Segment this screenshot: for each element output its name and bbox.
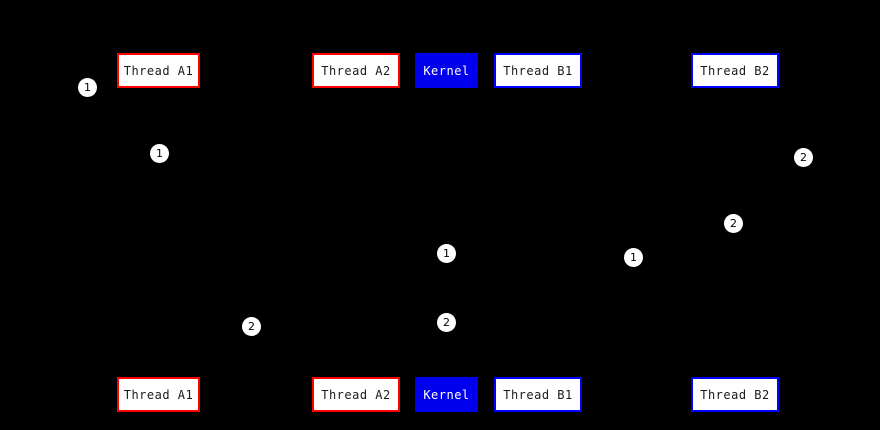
participant-box-kernel-bottom: Kernel	[415, 377, 478, 412]
participant-box-thread-a1-bottom: Thread A1	[117, 377, 200, 412]
participant-label: Thread A2	[321, 387, 391, 402]
participant-label: Thread A1	[123, 63, 194, 78]
participant-label: Thread A2	[321, 63, 391, 78]
step-marker-1: 1	[624, 248, 643, 267]
step-marker-1: 1	[437, 244, 456, 263]
step-marker-1: 1	[78, 78, 97, 97]
participant-box-thread-a2-top: Thread A2	[312, 53, 400, 88]
participant-label: Thread B1	[503, 387, 573, 402]
participant-label: Kernel	[423, 63, 470, 78]
participant-box-thread-b1-top: Thread B1	[494, 53, 582, 88]
participant-label: Thread B2	[700, 63, 770, 78]
step-marker-2: 2	[437, 313, 456, 332]
step-marker-2: 2	[724, 214, 743, 233]
step-marker-2: 2	[242, 317, 261, 336]
participant-box-kernel-top: Kernel	[415, 53, 478, 88]
step-marker-1: 1	[150, 144, 169, 163]
participant-label: Thread A1	[123, 387, 194, 402]
participant-box-thread-a1-top: Thread A1	[117, 53, 200, 88]
participant-box-thread-a2-bottom: Thread A2	[312, 377, 400, 412]
participant-box-thread-b1-bottom: Thread B1	[494, 377, 582, 412]
participant-box-thread-b2-bottom: Thread B2	[691, 377, 779, 412]
participant-label: Thread B1	[503, 63, 573, 78]
step-marker-2: 2	[794, 148, 813, 167]
participant-box-thread-b2-top: Thread B2	[691, 53, 779, 88]
participant-label: Kernel	[423, 387, 470, 402]
participant-label: Thread B2	[700, 387, 770, 402]
